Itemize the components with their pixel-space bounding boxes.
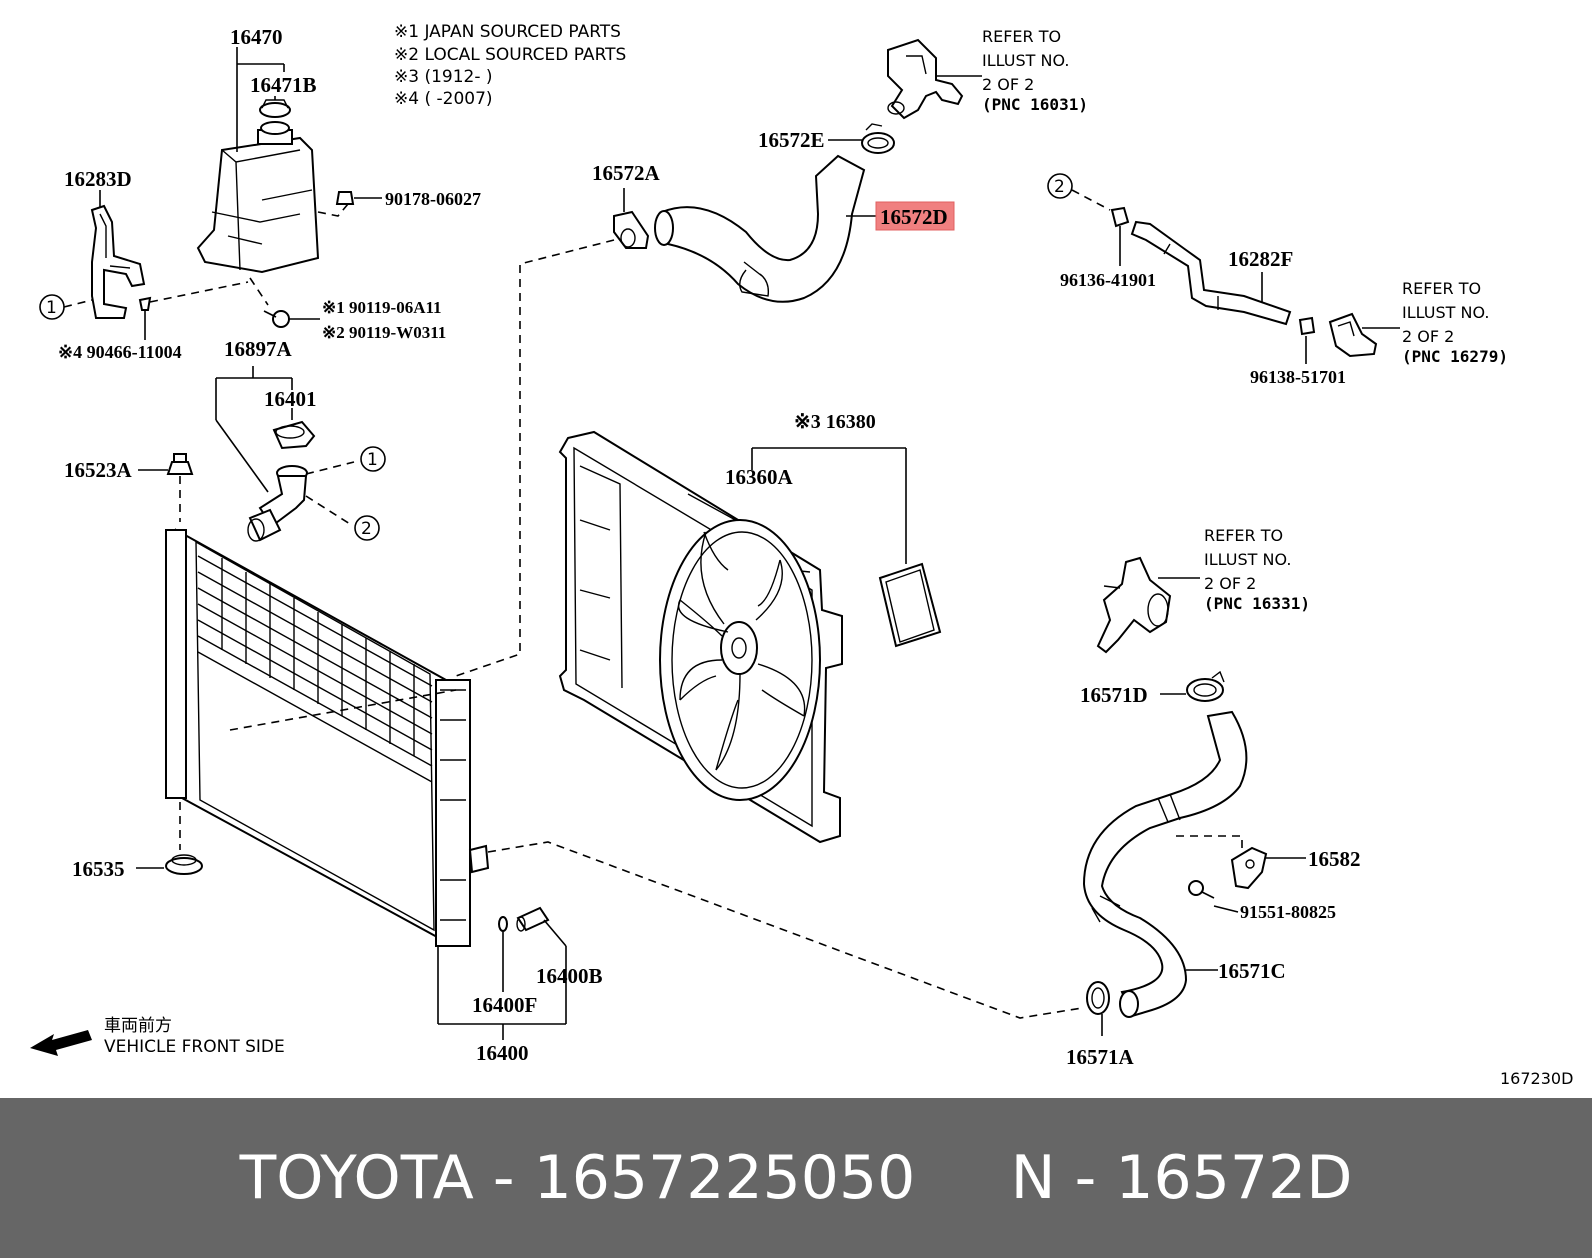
lower-hose-16571C xyxy=(1082,710,1248,1018)
marker-2-right: 2 xyxy=(1047,173,1073,199)
svg-text:2 OF 2: 2 OF 2 xyxy=(1204,574,1256,593)
svg-text:※4 ( -2007): ※4 ( -2007) xyxy=(394,89,493,109)
upper-hose-16572D xyxy=(654,154,866,303)
highlight-16572D xyxy=(875,201,955,231)
clamp-96136 xyxy=(1110,206,1130,228)
front-label-jp: 車両前方 xyxy=(104,1016,172,1036)
label-16572A: 16572A xyxy=(592,161,661,185)
clip-90466 xyxy=(138,296,152,311)
label-16523A: 16523A xyxy=(64,458,133,482)
clamp-16571D xyxy=(1186,670,1225,702)
svg-text:※2 LOCAL SOURCED PARTS: ※2 LOCAL SOURCED PARTS xyxy=(394,45,626,65)
label-96136: 96136-41901 xyxy=(1060,270,1156,290)
svg-text:(PNC 16331): (PNC 16331) xyxy=(1204,594,1310,613)
mount-16535 xyxy=(165,854,203,875)
parts-diagram: 16470 16471B 90178-06027 ※1 90119-06A11 … xyxy=(30,22,1573,1088)
svg-text:2: 2 xyxy=(1054,177,1065,197)
fan-shroud-16360A xyxy=(558,430,843,844)
label-16360A: 16360A xyxy=(725,465,794,489)
fan-controller-16380 xyxy=(878,562,942,648)
marker-1-left: 1 xyxy=(39,294,65,320)
marker-2-mid: 2 xyxy=(354,515,380,541)
label-16572E: 16572E xyxy=(758,128,825,152)
svg-text:REFER TO: REFER TO xyxy=(1402,279,1481,298)
water-outlet xyxy=(887,38,964,120)
svg-text:※1 JAPAN SOURCED PARTS: ※1 JAPAN SOURCED PARTS xyxy=(394,22,621,42)
label-90119-06A11: ※1 90119-06A11 xyxy=(322,298,442,317)
label-16470: 16470 xyxy=(230,25,283,49)
radiator-cap-16401 xyxy=(272,420,316,450)
svg-text:ILLUST NO.: ILLUST NO. xyxy=(1402,303,1489,322)
svg-text:※3 (1912- ): ※3 (1912- ) xyxy=(394,67,493,87)
svg-text:2 OF 2: 2 OF 2 xyxy=(1402,327,1454,346)
svg-text:(PNC 16031): (PNC 16031) xyxy=(982,95,1088,114)
label-16572D[interactable]: 16572D xyxy=(880,205,948,229)
label-16283D: 16283D xyxy=(64,167,132,191)
label-90466: ※4 90466-11004 xyxy=(58,342,182,362)
label-16535: 16535 xyxy=(72,857,125,881)
hose-16282F xyxy=(1130,220,1292,326)
bracket-16582 xyxy=(1230,846,1268,890)
reservoir-cap xyxy=(259,99,291,118)
label-90119-W0311: ※2 90119-W0311 xyxy=(322,323,446,342)
svg-text:1: 1 xyxy=(367,450,378,470)
bolt-91551 xyxy=(1188,880,1215,899)
label-16400F: 16400F xyxy=(472,993,537,1017)
o-ring-16400F xyxy=(498,916,508,932)
svg-text:2 OF 2: 2 OF 2 xyxy=(982,75,1034,94)
svg-text:2: 2 xyxy=(361,519,372,539)
label-16282F: 16282F xyxy=(1228,247,1293,271)
svg-text:1: 1 xyxy=(46,298,57,318)
water-inlet-16331 xyxy=(1096,556,1172,654)
part-number-caption: TOYOTA - 1657225050 N - 16572D xyxy=(239,1143,1353,1213)
svg-text:ILLUST NO.: ILLUST NO. xyxy=(982,51,1069,70)
clamp-96138 xyxy=(1298,316,1316,336)
hose-16283D xyxy=(90,204,146,319)
clip-90178 xyxy=(335,191,355,205)
label-16571D: 16571D xyxy=(1080,683,1148,707)
label-16401: 16401 xyxy=(264,387,317,411)
label-16897A: 16897A xyxy=(224,337,293,361)
label-16380: ※3 16380 xyxy=(794,411,876,433)
svg-text:REFER TO: REFER TO xyxy=(982,27,1061,46)
pipe-16279 xyxy=(1328,312,1378,358)
clamp-16572A xyxy=(613,210,650,249)
svg-text:ILLUST NO.: ILLUST NO. xyxy=(1204,550,1291,569)
label-16582: 16582 xyxy=(1308,847,1361,871)
label-90178: 90178-06027 xyxy=(385,189,481,209)
svg-text:(PNC 16279): (PNC 16279) xyxy=(1402,347,1508,366)
radiator-core xyxy=(165,528,490,947)
drain-plug-16400B xyxy=(516,906,550,932)
clamp-16572E xyxy=(861,123,895,154)
label-16471B: 16471B xyxy=(250,73,317,97)
clamp-16571A xyxy=(1086,981,1110,1015)
reservoir-tank xyxy=(196,121,320,274)
mount-16523A xyxy=(166,453,194,475)
label-96138: 96138-51701 xyxy=(1250,367,1346,387)
front-label-en: VEHICLE FRONT SIDE xyxy=(104,1037,285,1057)
svg-text:REFER TO: REFER TO xyxy=(1204,526,1283,545)
label-16400B: 16400B xyxy=(536,964,603,988)
marker-1-mid: 1 xyxy=(360,446,386,472)
label-16571A: 16571A xyxy=(1066,1045,1135,1069)
label-16571C: 16571C xyxy=(1218,959,1286,983)
diagram-code: 167230D xyxy=(1500,1069,1573,1088)
footer-bar: TOYOTA - 1657225050 N - 16572D xyxy=(0,1098,1592,1258)
label-16400: 16400 xyxy=(476,1041,529,1065)
bolt-90119 xyxy=(263,310,290,328)
label-91551: 91551-80825 xyxy=(1240,902,1336,922)
front-arrow-icon xyxy=(30,1030,92,1056)
